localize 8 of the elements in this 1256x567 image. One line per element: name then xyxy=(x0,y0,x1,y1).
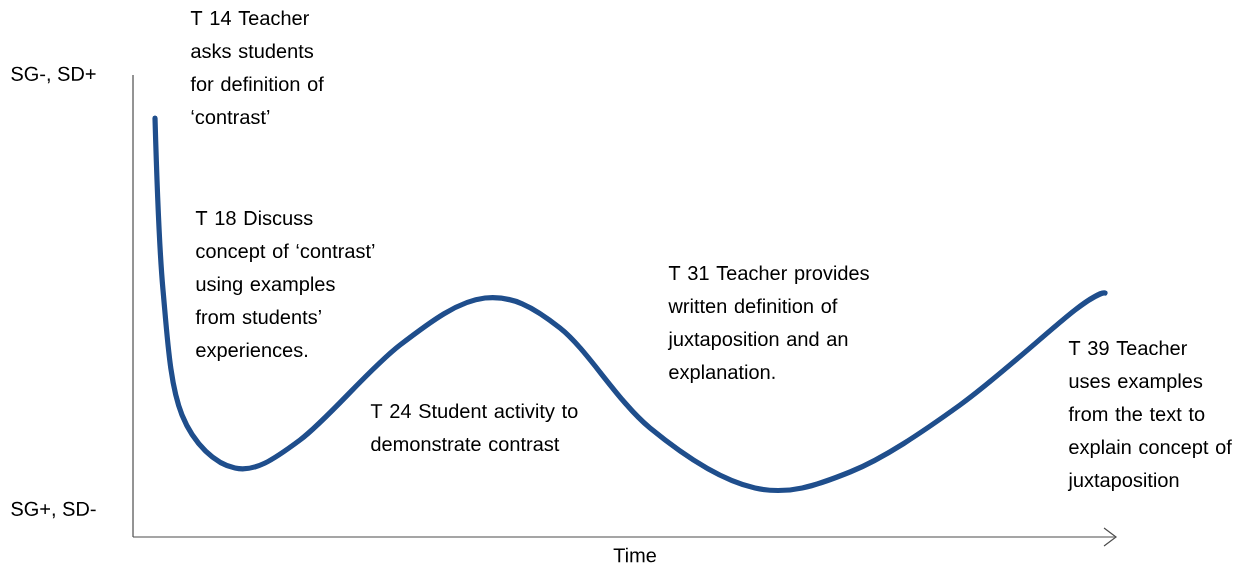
annotation-text: T 14 Teacher asks students for definition of ‘contrast’ xyxy=(190,10,324,125)
annotation-text: T 24 Student activity to demonstrate contrast xyxy=(370,403,578,452)
axis-label: SG-, SD+ xyxy=(11,66,96,84)
annotation-text: T 18 Discuss concept of ‘contrast’ using examples from students’ experiences. xyxy=(195,210,375,362)
axis-title: Time xyxy=(613,547,656,563)
annotation-text: T 31 Teacher provides written definition of juxtaposition and an explanation. xyxy=(667,265,869,384)
annotation-text: T 39 Teacher uses examples from the text to explain concept of juxtaposition xyxy=(1067,340,1232,492)
axis-label: SG+, SD- xyxy=(11,501,96,519)
